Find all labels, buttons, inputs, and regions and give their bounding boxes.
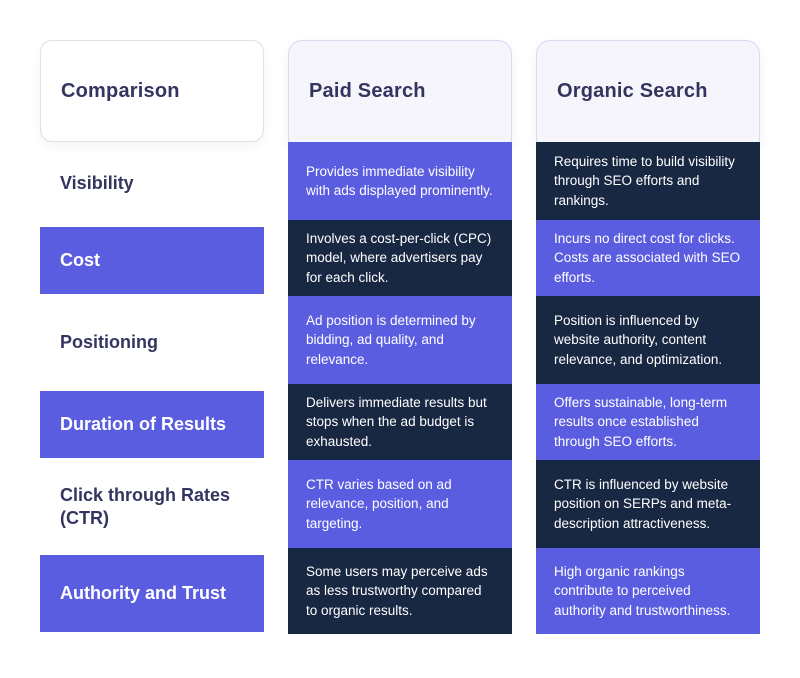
organic-cell-duration-of-results: Offers sustainable, long-term results on… [536,384,760,460]
paid-cell-authority-and-trust: Some users may perceive ads as less trus… [288,548,512,634]
cell-text: Incurs no direct cost for clicks. Costs … [554,231,741,285]
column-paid-search: Paid Search Provides immediate visibilit… [288,40,512,637]
paid-cell-visibility: Provides immediate visibility with ads d… [288,142,512,220]
cell-text: Delivers immediate results but stops whe… [306,395,487,449]
row-label-text: Visibility [60,173,134,194]
row-label-visibility: Visibility [40,145,264,223]
row-label-text: Click through Rates (CTR) [60,484,231,528]
row-label-text: Positioning [60,332,158,353]
organic-cell-visibility: Requires time to build visibility throug… [536,142,760,220]
paid-cell-cost: Involves a cost-per-click (CPC) model, w… [288,220,512,296]
organic-cell-click-through-rates: CTR is influenced by website position on… [536,460,760,548]
row-label-text: Duration of Results [60,413,227,434]
cell-text: Requires time to build visibility throug… [554,154,735,208]
row-label-click-through-rates: Click through Rates (CTR) [40,463,264,551]
organic-cell-cost: Incurs no direct cost for clicks. Costs … [536,220,760,296]
row-label-text: Cost [60,249,100,270]
row-label-duration-of-results: Duration of Results [40,387,264,463]
column-organic-search: Organic Search Requires time to build vi… [536,40,760,637]
row-label-authority-and-trust: Authority and Trust [40,551,264,637]
column-comparison: Comparison Visibility Cost Positioning D… [40,40,264,637]
paid-vs-organic-table: Comparison Visibility Cost Positioning D… [40,40,760,637]
header-cell-paid-search: Paid Search [288,40,512,142]
header-cell-comparison: Comparison [40,40,264,142]
row-label-cost: Cost [40,223,264,299]
cell-text: Position is influenced by website author… [554,313,723,367]
cell-text: High organic rankings contribute to perc… [554,564,731,618]
organic-cell-authority-and-trust: High organic rankings contribute to perc… [536,548,760,634]
paid-cell-positioning: Ad position is determined by bidding, ad… [288,296,512,384]
row-label-positioning: Positioning [40,299,264,387]
paid-cell-duration-of-results: Delivers immediate results but stops whe… [288,384,512,460]
cell-text: Some users may perceive ads as less trus… [306,564,488,618]
cell-text: Ad position is determined by bidding, ad… [306,313,476,367]
cell-text: Offers sustainable, long-term results on… [554,395,728,449]
paid-cell-click-through-rates: CTR varies based on ad relevance, positi… [288,460,512,548]
header-comparison-label: Comparison [61,79,180,102]
header-paid-label: Paid Search [309,80,426,102]
organic-cell-positioning: Position is influenced by website author… [536,296,760,384]
cell-text: Provides immediate visibility with ads d… [306,163,493,198]
header-cell-organic-search: Organic Search [536,40,760,142]
cell-text: CTR varies based on ad relevance, positi… [306,477,452,531]
cell-text: Involves a cost-per-click (CPC) model, w… [306,231,492,285]
cell-text: CTR is influenced by website position on… [554,477,732,531]
row-label-text: Authority and Trust [60,582,226,603]
header-organic-label: Organic Search [557,80,708,102]
